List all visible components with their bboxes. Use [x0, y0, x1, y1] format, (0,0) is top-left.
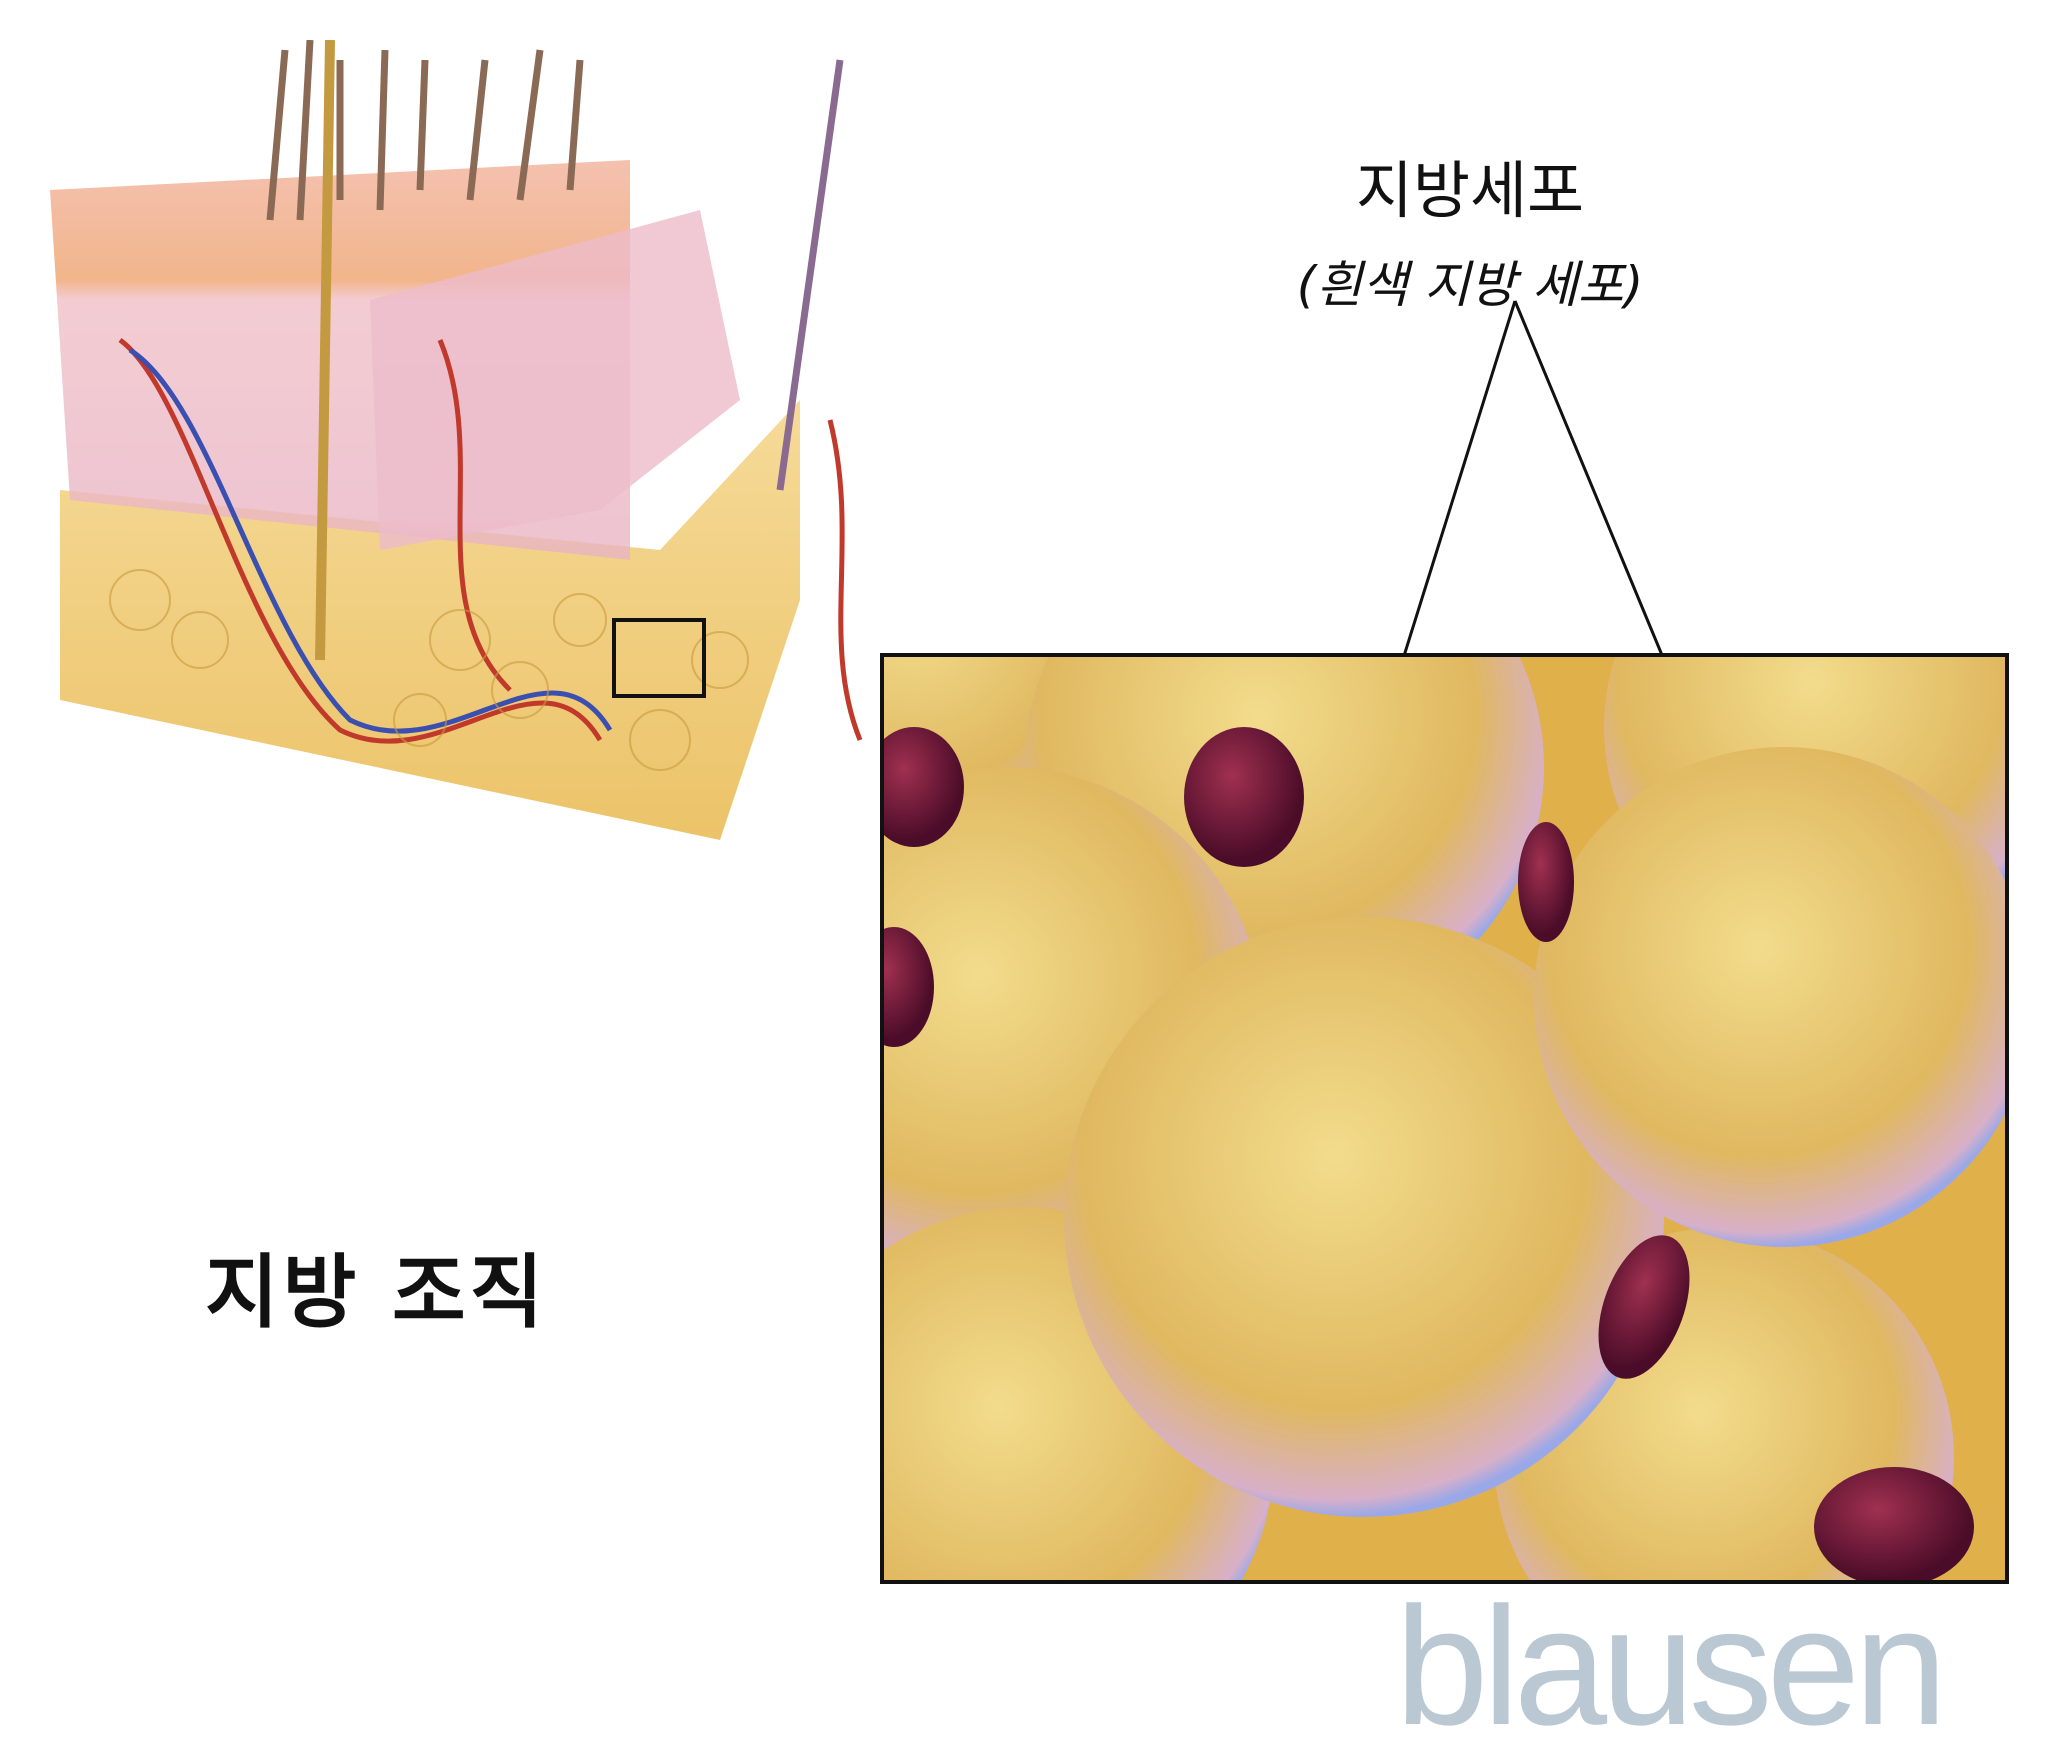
skin-cross-section-illustration	[50, 40, 863, 840]
blausen-logo: blausen	[1395, 1572, 1947, 1760]
hair-strands	[266, 40, 844, 661]
adipose-tissue-label: 지방 조직	[205, 1246, 548, 1339]
adipocyte-closeup-image	[880, 653, 2009, 1584]
cell-nuclei	[884, 727, 1974, 1580]
white-fat-cell-label: (흰색 지방 세포)	[1296, 256, 1644, 314]
adipocyte-label: 지방세포	[1355, 154, 1585, 227]
blood-vessels	[118, 337, 863, 744]
zoom-region-marker	[612, 618, 706, 698]
